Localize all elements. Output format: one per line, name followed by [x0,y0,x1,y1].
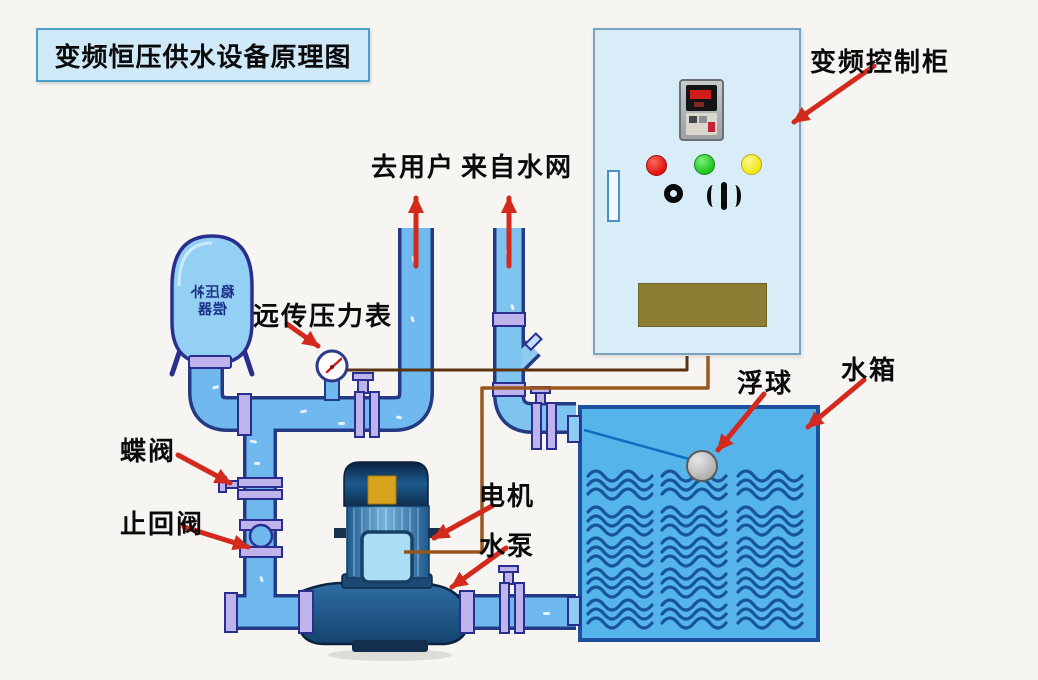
label-butterfly-valve: 蝶阀 [120,436,177,466]
vfd-display-module [679,79,724,141]
tank-inlet-tab [567,415,581,443]
cabinet-handle [607,170,620,222]
label-motor: 电机 [479,481,536,511]
vfd-control-cabinet [593,28,801,355]
vfd-readout-2 [694,102,704,107]
arrow-to-butterfly-valve [175,452,233,486]
pressure-compensator-tank [169,234,255,377]
arrow-to-pump [449,545,509,590]
switch-bar [721,182,727,210]
flange-riser-upper [492,312,526,327]
vfd-key [689,116,697,123]
vfd-keypad [686,113,717,135]
label-water-pump: 水泵 [479,531,536,561]
switch-arc-right [729,185,741,207]
gate-valve-suction [498,565,525,634]
motor-nameplate [360,530,414,584]
pump-inlet-flange [298,590,314,634]
tank-outlet-tab [567,596,581,626]
gate-valve-tank-inlet [530,386,557,450]
pressure-tank-label: 稳压补 偿器 [178,284,246,318]
vfd-screen [686,85,717,111]
wire-gauge-to-cabinet [347,356,689,372]
cabinet-nameplate [638,283,767,327]
motor-label-tag [367,475,397,505]
motor-lug-left [334,528,346,538]
check-valve [239,519,283,558]
wire-cabinet-to-motor [404,356,710,554]
label-check-valve: 止回阀 [120,509,205,539]
arrow-to-float [715,391,767,453]
pump-base [352,640,428,652]
arrow-to-cabinet [791,63,877,125]
selector-switch [707,181,741,211]
switch-arc-left [707,185,719,207]
pipe-end-cap [224,592,238,633]
branch-open-end [523,332,543,352]
arrow-to-check-valve [181,524,251,551]
diagram-title-box: 变频恒压供水设备原理图 [36,28,370,82]
pressure-tank-label-line1: 稳压补 [189,284,235,300]
annotation-arrows [175,63,877,590]
label-from-water-network: 来自水网 [461,152,574,182]
water-tank-waves [586,469,804,630]
pump-outlet-flange [459,590,475,634]
vfd-key [708,122,715,132]
label-water-tank: 水箱 [841,355,898,385]
signal-wires [347,356,710,554]
vfd-readout [690,90,711,99]
pump-unit [298,461,475,661]
remote-pressure-gauge [315,349,349,401]
float-ball [686,450,718,482]
power-knob [664,184,683,203]
fittings [218,312,581,634]
gate-valve-top [352,372,380,438]
arrow-to-tank [805,377,867,430]
yellow-indicator-light [741,154,762,175]
vfd-key [699,116,707,123]
pump-volute [298,581,469,646]
arrow-to-motor [431,503,495,541]
label-float-ball: 浮球 [737,368,794,398]
float-arm-line [583,428,701,464]
pressure-tank-label-line2: 偿器 [197,301,227,317]
label-remote-pressure-gauge: 远传压力表 [253,301,394,331]
label-vfd-control-cabinet: 变频控制柜 [810,47,951,77]
green-indicator-light [694,154,715,175]
label-to-users: 去用户 [371,152,456,182]
flange-tee [237,393,252,436]
arrow-to-gauge [284,321,321,349]
red-indicator-light [646,155,667,176]
diagram-title: 变频恒压供水设备原理图 [54,41,352,72]
